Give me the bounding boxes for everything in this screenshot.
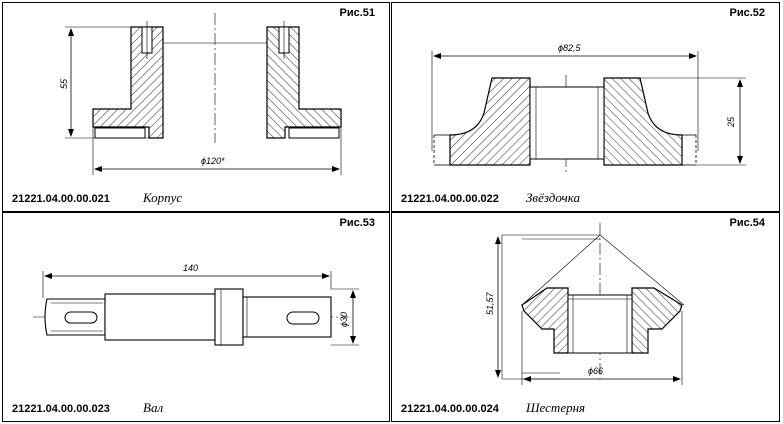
panel-korpus: 55 ϕ120* Рис.51 21221.04.00.00.021 Корпу…: [2, 2, 390, 212]
part-name: Корпус: [143, 190, 183, 205]
panel-shesternya: 51,57 ϕ66 Рис.54 21221.04.00.00.024 Шест…: [391, 212, 780, 422]
drawing-korpus: 55 ϕ120*: [59, 13, 342, 175]
part-name: Вал: [143, 400, 164, 415]
figure-number: Рис.54: [729, 217, 765, 229]
dim-diameter-30: ϕ30: [339, 312, 349, 327]
drawing-val: 140 ϕ30: [33, 263, 359, 346]
dim-height-55: 55: [59, 78, 69, 89]
dim-height-51-57: 51,57: [485, 291, 495, 315]
dim-diameter-120: ϕ120*: [201, 156, 225, 166]
figure-number: Рис.53: [339, 217, 375, 229]
part-name: Звёздочка: [526, 190, 580, 205]
part-code: 21221.04.00.00.022: [401, 193, 499, 205]
panel-val: 140 ϕ30 Рис.53 21221.04.00.00.023 Вал: [2, 212, 390, 422]
part-code: 21221.04.00.00.021: [12, 193, 110, 205]
dim-height-25: 25: [726, 116, 736, 128]
drawing-zvezdochka: ϕ82,5 25: [431, 43, 746, 175]
dim-length-140: 140: [183, 263, 198, 273]
panel-zvezdochka: ϕ82,5 25 Рис.52 21221.04.00.00.022 Звёзд…: [391, 2, 780, 212]
part-code: 21221.04.00.00.024: [401, 403, 499, 415]
dim-diameter-82-5: ϕ82,5: [558, 43, 582, 53]
figure-number: Рис.52: [729, 7, 765, 19]
figure-number: Рис.51: [339, 7, 375, 19]
part-name: Шестерня: [526, 400, 586, 415]
dim-diameter-66: ϕ66: [588, 366, 603, 376]
part-code: 21221.04.00.00.023: [12, 403, 110, 415]
drawing-shesternya: 51,57 ϕ66: [485, 223, 685, 385]
